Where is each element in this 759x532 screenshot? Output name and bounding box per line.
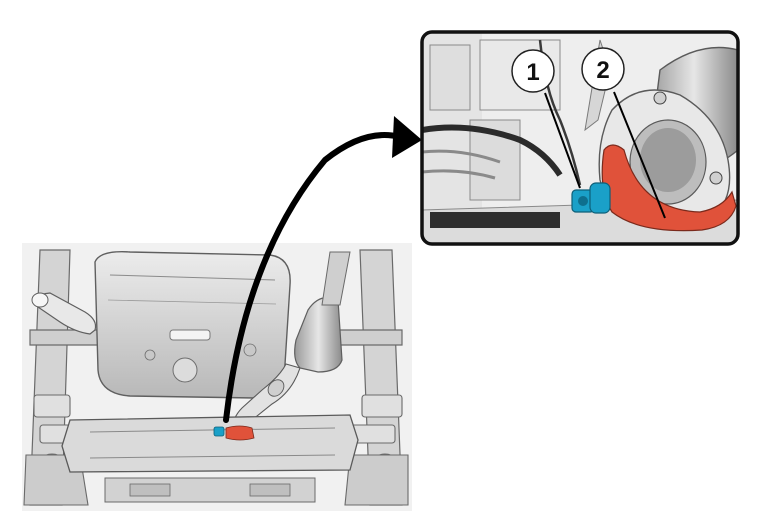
sensor-part [571, 182, 611, 214]
callout-1: 1 [511, 49, 555, 93]
fuel-tank [94, 251, 291, 399]
detail-inset: 1 2 [420, 30, 740, 246]
pointer-arrow [223, 116, 422, 423]
callout-1-leader [544, 92, 581, 189]
callout-1-label: 1 [526, 59, 539, 86]
front-crossmember [61, 414, 359, 503]
inset-border [420, 30, 740, 246]
callout-2-label: 2 [596, 57, 609, 84]
overview-highlight-gasket [225, 425, 255, 441]
muffler [294, 251, 351, 373]
gasket-part [601, 144, 737, 232]
underbody-overview [22, 243, 412, 511]
callout-2-leader [613, 91, 666, 219]
overview-highlight-sensor [213, 426, 225, 437]
filler-neck [31, 292, 97, 335]
callout-2: 2 [581, 47, 625, 91]
